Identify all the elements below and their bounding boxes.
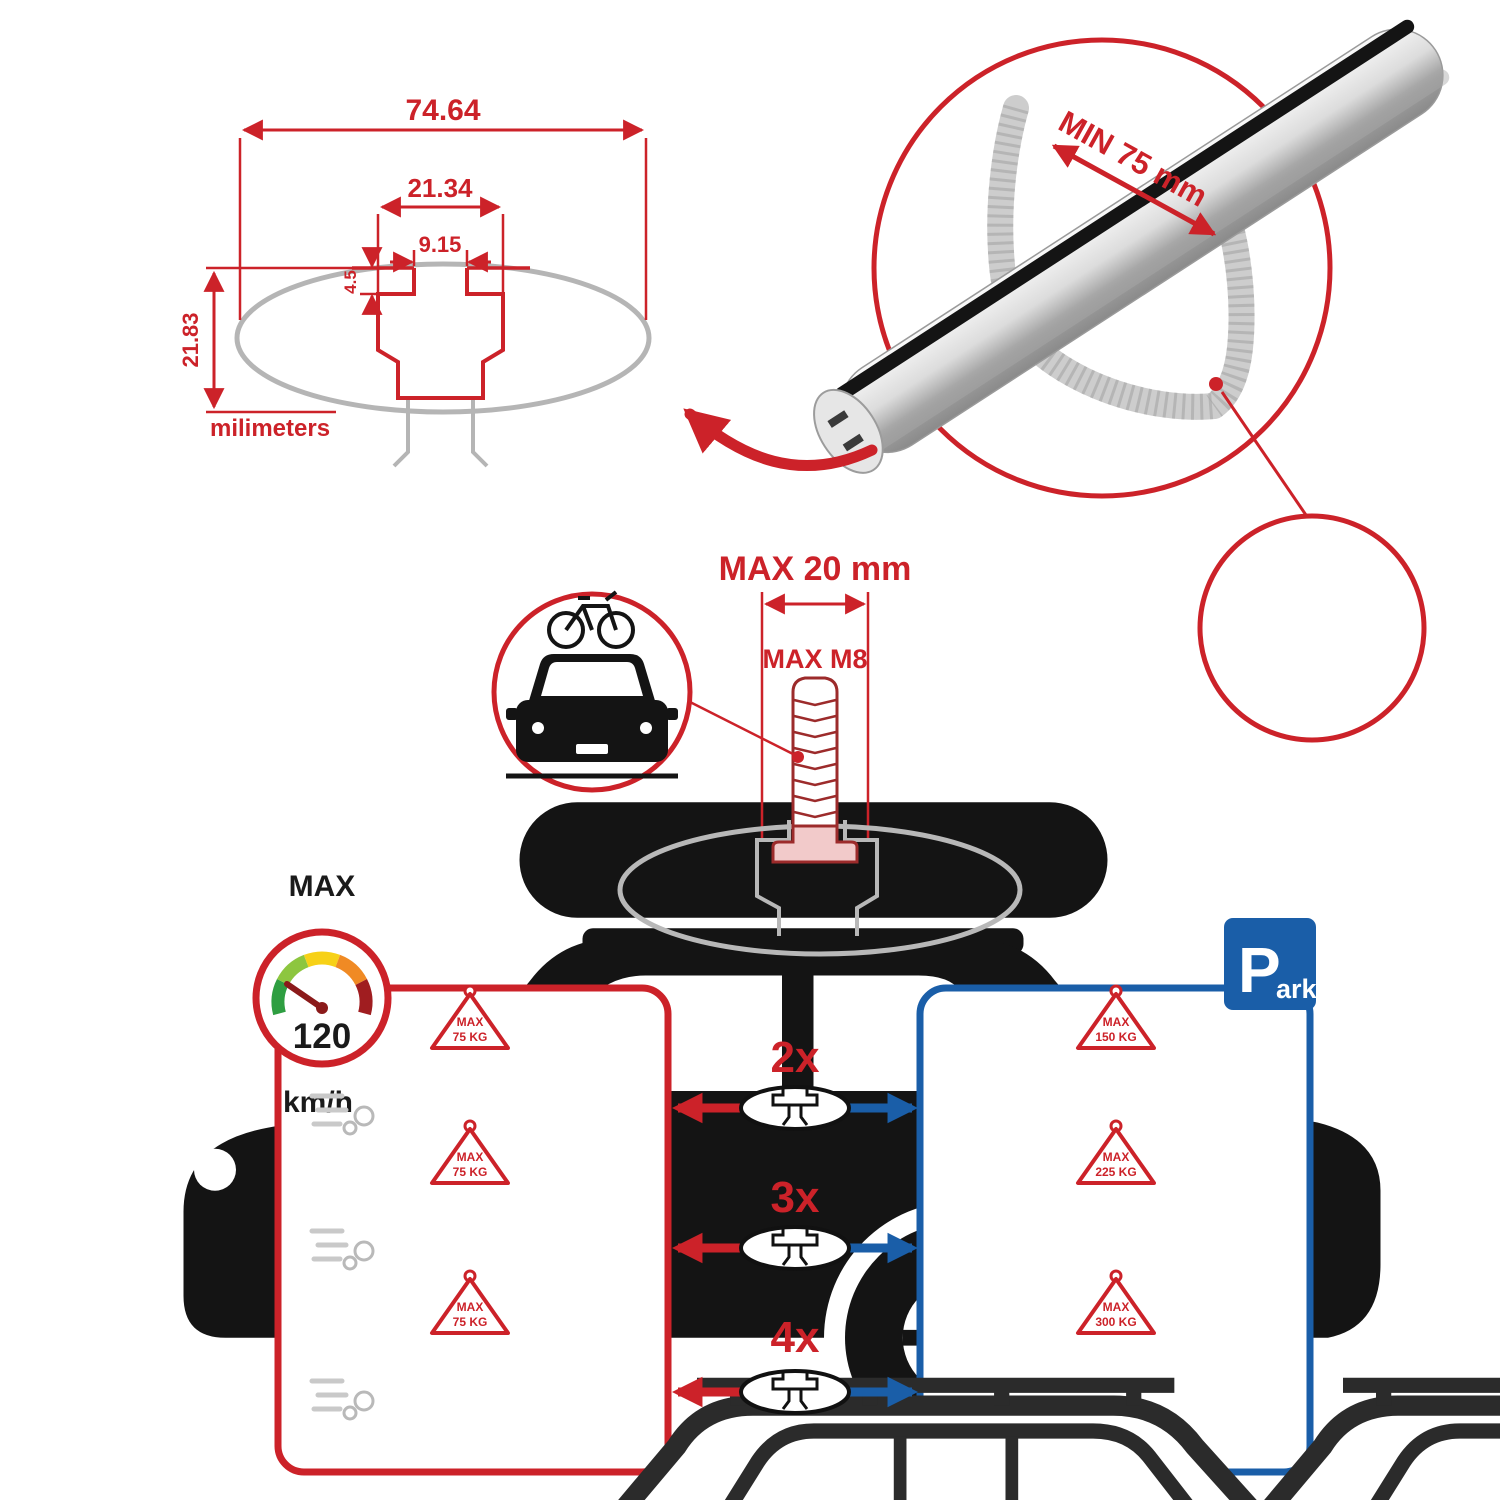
profile-stem xyxy=(392,398,489,468)
row-3x: MAX 75 KG 3x MAX 225 KG xyxy=(309,1119,1156,1271)
smoke-marks xyxy=(309,1228,375,1271)
bar-profile-icon xyxy=(671,1369,919,1415)
smoke-marks xyxy=(309,1093,375,1136)
speed-limit-gauge: MAX 120 km/h xyxy=(252,870,392,1119)
dim-lip-depth-label: 4.5 xyxy=(341,270,360,294)
roofbox-car-badge xyxy=(182,513,1427,1455)
load-sign: MAX 300 KG xyxy=(1076,1269,1156,1335)
parking-sign-plate xyxy=(1224,918,1316,1010)
svg-text:225 KG: 225 KG xyxy=(1095,1165,1136,1179)
headlight xyxy=(640,722,652,734)
bar-count-label: 4x xyxy=(771,1313,820,1362)
dim-slot-width: 9.15 xyxy=(390,232,491,273)
speed-max-label: MAX xyxy=(289,870,356,903)
bolt-max-thread-label: MAX M8 xyxy=(762,644,867,674)
headlight xyxy=(532,722,544,734)
bar-count-label: 3x xyxy=(771,1173,820,1222)
gauge-arc xyxy=(271,951,373,1016)
row-4x: MAX 75 KG 4x MAX 300 KG xyxy=(309,1269,1156,1421)
gauge-pivot xyxy=(316,1002,328,1014)
dim-channel-width: 21.34 xyxy=(376,173,505,292)
svg-text:MAX: MAX xyxy=(457,1015,484,1029)
units-label: milimeters xyxy=(210,415,330,442)
bolt-threads xyxy=(793,698,837,819)
svg-text:MAX: MAX xyxy=(1103,1015,1130,1029)
load-sign: MAX 75 KG xyxy=(430,1269,510,1335)
bar-profile-outline xyxy=(234,261,652,415)
bar-profile-icon xyxy=(671,1225,919,1271)
parking-letter: P xyxy=(1238,934,1281,1006)
svg-text:300 KG: 300 KG xyxy=(1095,1315,1136,1329)
dim-total-height: 21.83 xyxy=(178,266,360,414)
bolt-max-length-label: MAX 20 mm xyxy=(719,550,912,588)
car-front-bike-badge xyxy=(491,590,693,793)
gauge-needle xyxy=(284,981,325,1011)
badge-circle xyxy=(1197,513,1427,743)
load-sign: MAX 150 KG xyxy=(1076,984,1156,1050)
row-2x: MAX 75 KG 2x MAX 150 KG xyxy=(309,984,1500,1500)
dim-slot-width-label: 9.15 xyxy=(419,232,462,257)
crossbar-detail-view: MIN 75 mm xyxy=(683,19,1450,519)
load-sign: MAX 75 KG xyxy=(430,1119,510,1185)
parking-suffix: ark xyxy=(1276,974,1318,1004)
load-sign: MAX 225 KG xyxy=(1076,1119,1156,1185)
smoke-marks xyxy=(309,1378,375,1421)
dim-total-width: 74.64 xyxy=(238,94,648,320)
svg-text:75 KG: 75 KG xyxy=(453,1165,488,1179)
pointer-arrow xyxy=(683,408,878,472)
svg-text:MAX: MAX xyxy=(1103,1150,1130,1164)
t-slot-channel xyxy=(376,268,505,400)
bolt-t-head xyxy=(771,824,859,864)
svg-text:MAX: MAX xyxy=(1103,1300,1130,1314)
dim-lip-depth: 4.5 xyxy=(341,247,412,315)
speed-value: 120 xyxy=(293,1017,351,1056)
svg-text:75 KG: 75 KG xyxy=(453,1030,488,1044)
bar-profile-icon xyxy=(671,1085,919,1131)
bar-count-label: 2x xyxy=(771,1033,820,1082)
svg-text:MAX: MAX xyxy=(457,1300,484,1314)
bolt-spec-diagram: MAX 20 mm MAX M8 xyxy=(617,550,1023,957)
speed-units: km/h xyxy=(283,1086,353,1119)
svg-text:MAX: MAX xyxy=(457,1150,484,1164)
load-sign: MAX 75 KG xyxy=(430,984,510,1050)
callout-dot xyxy=(1209,377,1223,391)
t-bolt xyxy=(771,676,859,864)
callout-dot xyxy=(792,751,804,763)
license-plate xyxy=(576,744,608,754)
dim-total-width-label: 74.64 xyxy=(405,94,480,127)
dim-total-height-label: 21.83 xyxy=(178,312,203,367)
dim-channel-width-label: 21.34 xyxy=(407,173,473,203)
parking-sign: P ark xyxy=(1224,918,1318,1010)
bicycle-icon xyxy=(547,590,635,649)
car-front-icon xyxy=(506,654,678,779)
profile-dimension-diagram: 74.64 21.34 9.15 4.5 21.83 milimeters xyxy=(178,94,652,468)
callout-line xyxy=(1220,391,1310,519)
svg-text:150 KG: 150 KG xyxy=(1095,1030,1136,1044)
bolt-dim-extensions xyxy=(760,592,870,840)
callout-line xyxy=(689,700,794,756)
t-slot-gray xyxy=(755,820,879,936)
svg-text:75 KG: 75 KG xyxy=(453,1315,488,1329)
